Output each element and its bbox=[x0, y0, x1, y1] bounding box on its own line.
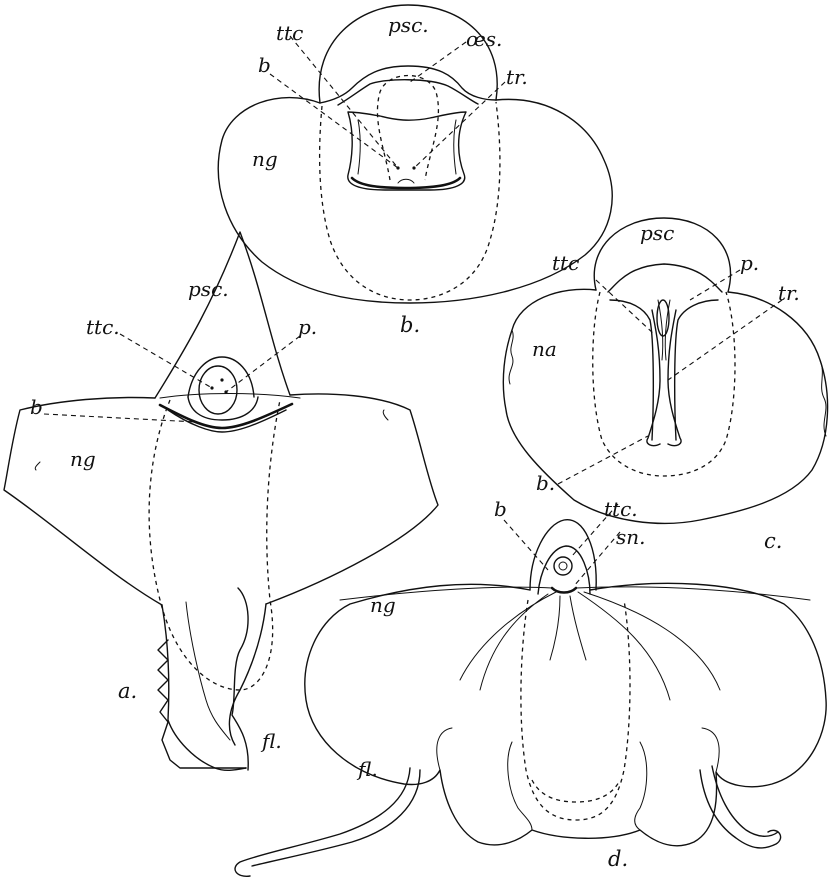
figure-b-label-ng: ng bbox=[252, 147, 278, 171]
figure-a-dot bbox=[220, 378, 223, 381]
figure-d-label-b: b bbox=[494, 497, 507, 521]
figure-b-caption: b. bbox=[400, 313, 420, 337]
figure-d-label-fl: fl. bbox=[356, 757, 378, 781]
figure-a-leader-b bbox=[44, 414, 196, 422]
figure-b-leader-b bbox=[270, 74, 398, 168]
figure-a-ellipse bbox=[199, 366, 237, 414]
figure-b-chamber-inner bbox=[358, 120, 456, 174]
figure-d-fin-outline bbox=[305, 583, 826, 845]
figure-b-oesophagus bbox=[377, 76, 438, 181]
figure-a-wings bbox=[4, 394, 438, 605]
figure-a-dot bbox=[210, 386, 213, 389]
figure-b-leader-ttc bbox=[290, 36, 398, 168]
figure-d-nerves bbox=[340, 587, 810, 700]
figure-a-tail bbox=[162, 604, 266, 770]
figure-c-label-b: b. bbox=[536, 471, 555, 495]
figure-a-caption: a. bbox=[118, 679, 137, 703]
figure-a-leader-p bbox=[226, 336, 300, 392]
figure-b-chamber bbox=[348, 112, 466, 190]
figure-c-label-psc: psc bbox=[640, 221, 674, 245]
figure-b-dot bbox=[412, 166, 415, 169]
figure-b-label-b: b bbox=[258, 53, 271, 77]
figure-c-head-flap bbox=[608, 264, 722, 292]
figure-a-pseudoconch bbox=[155, 232, 290, 398]
figure-b-label-psc: psc. bbox=[388, 13, 429, 37]
figure-d-flagellum-left bbox=[235, 768, 420, 876]
figure-d-caption: d. bbox=[608, 847, 628, 871]
figure-a-label-psc: psc. bbox=[188, 277, 229, 301]
figure-a-body-dashed bbox=[149, 400, 280, 690]
figure-d-gonad-dashed bbox=[532, 780, 620, 802]
figure-a-label-p: p. bbox=[298, 315, 317, 339]
figure-b-mouth-notch bbox=[398, 179, 414, 183]
figure-b-label-tr: tr. bbox=[506, 65, 528, 89]
figure-b-label-ttc: ttc bbox=[276, 21, 303, 45]
figure-a-tail-fin bbox=[186, 602, 230, 740]
figure-c-body-dashed bbox=[593, 292, 735, 476]
figure-d-eye bbox=[554, 557, 572, 575]
figure-b-head-flap-inner bbox=[338, 80, 478, 105]
figure-c-leader-tr bbox=[668, 300, 782, 380]
figure-d-fin-folds bbox=[437, 728, 719, 830]
figure-d: b ttc. sn. ng fl. d. bbox=[235, 497, 826, 876]
figure-c-inner-lobe bbox=[610, 300, 718, 440]
figure-d-leader-b bbox=[504, 520, 548, 570]
figure-b: psc. ttc œs. b tr. ng b. bbox=[218, 5, 612, 337]
figure-a-label-b: b bbox=[30, 395, 43, 419]
figure-c-label-p: p. bbox=[740, 251, 759, 275]
figure-a-chamber bbox=[188, 397, 258, 420]
figure-d-flagellum-right bbox=[700, 766, 781, 848]
figure-a-label-ttc: ttc. bbox=[86, 315, 120, 339]
figure-c-leader-ttc bbox=[596, 280, 654, 334]
figure-d-label-ttc: ttc. bbox=[604, 497, 638, 521]
figure-b-label-oes: œs. bbox=[466, 27, 502, 51]
figure-a-label-ng: ng bbox=[70, 447, 96, 471]
figure-b-head-flap bbox=[320, 66, 496, 103]
figure-a-head bbox=[188, 357, 254, 397]
figure-c-label-tr: tr. bbox=[778, 281, 800, 305]
figure-c: psc ttc p. tr. na b. c. bbox=[503, 218, 827, 553]
figure-a-label-fl: fl. bbox=[260, 729, 282, 753]
figure-c-label-na: na bbox=[532, 337, 557, 361]
figure-b-leader-oes bbox=[410, 42, 466, 82]
figure-d-label-ng: ng bbox=[370, 593, 396, 617]
figure-a-wing-inner bbox=[160, 394, 300, 399]
figure-d-leader-sn bbox=[574, 532, 620, 586]
figure-a: psc. ttc. p. b ng a. fl. bbox=[4, 232, 438, 770]
figure-d-eye-inner bbox=[559, 562, 567, 570]
figure-d-label-sn: sn. bbox=[616, 525, 646, 549]
figure-b-body-dashed bbox=[320, 102, 500, 300]
figure-c-label-ttc: ttc bbox=[552, 251, 579, 275]
figure-c-caption: c. bbox=[764, 529, 782, 553]
figure-c-leader-p bbox=[690, 270, 740, 300]
